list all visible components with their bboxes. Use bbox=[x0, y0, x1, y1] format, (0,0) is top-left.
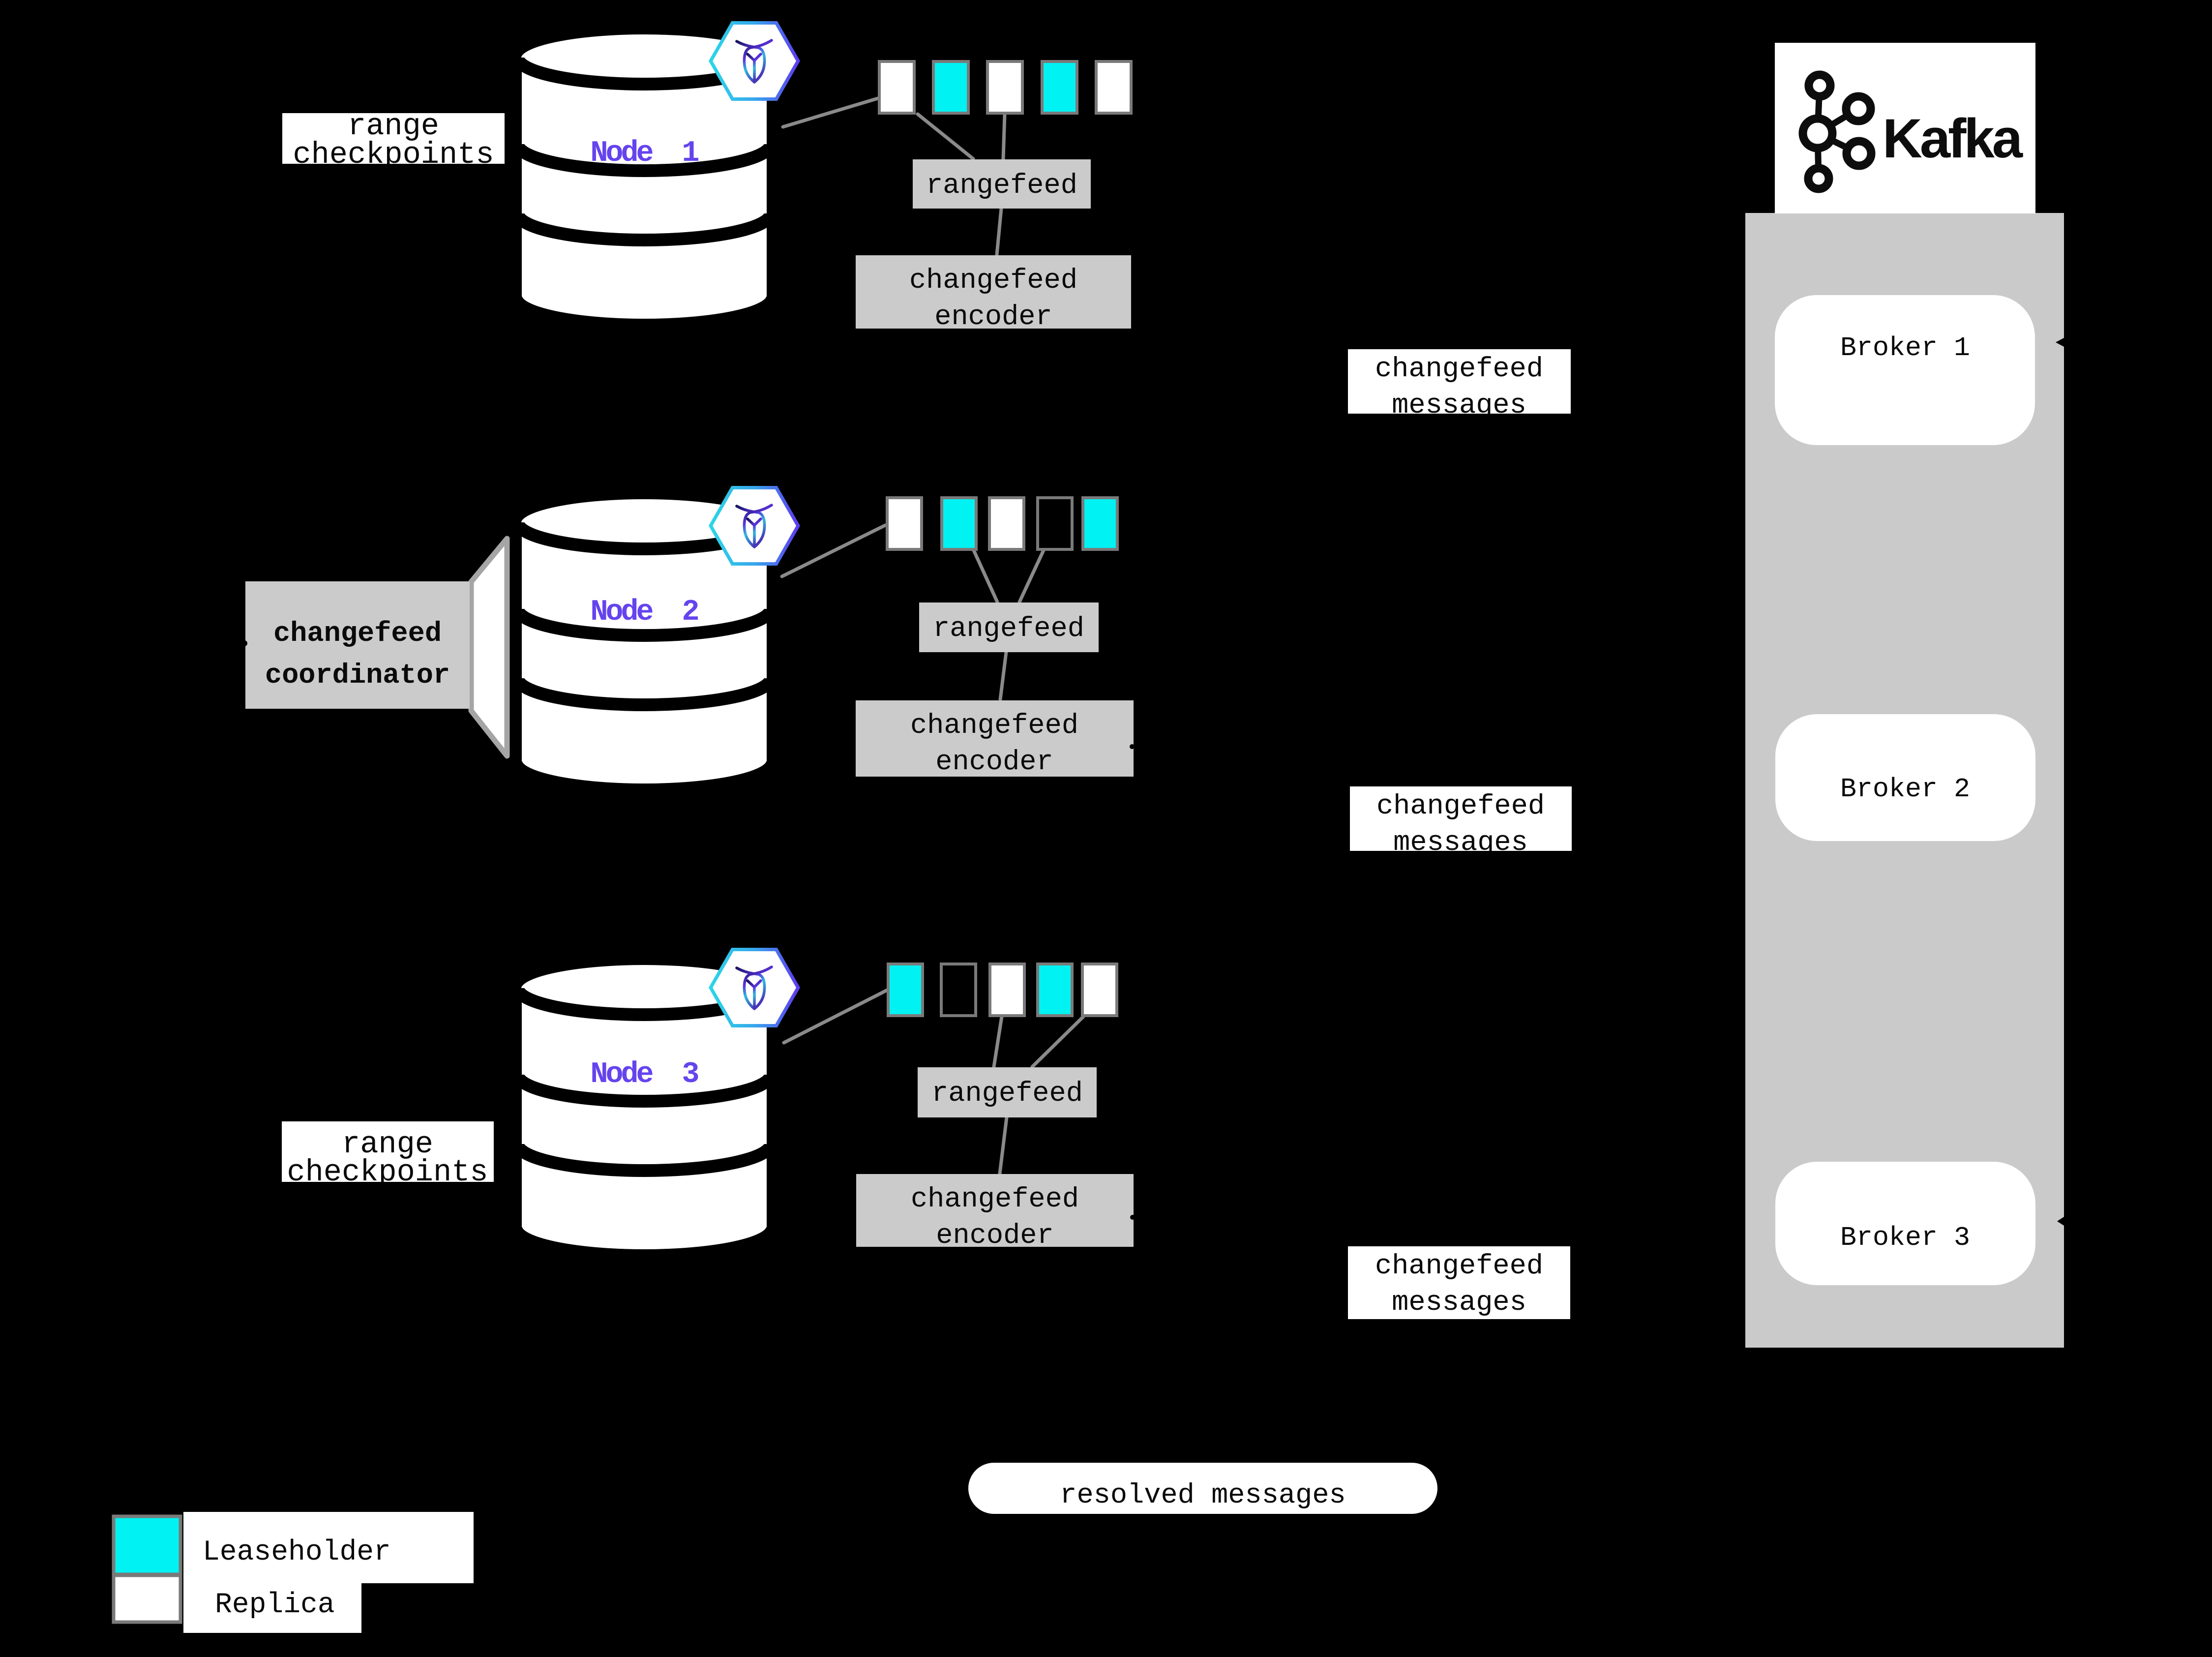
svg-text:messages: messages bbox=[1392, 390, 1526, 422]
svg-text:Broker 1: Broker 1 bbox=[1840, 332, 1970, 363]
svg-text:Leaseholder: Leaseholder bbox=[203, 1536, 391, 1568]
svg-text:Broker 3: Broker 3 bbox=[1840, 1222, 1970, 1253]
svg-text:rangefeed: rangefeed bbox=[931, 1078, 1083, 1110]
svg-text:changefeed: changefeed bbox=[909, 265, 1077, 297]
svg-text:changefeed: changefeed bbox=[1376, 791, 1545, 822]
svg-text:messages: messages bbox=[1393, 827, 1528, 859]
svg-text:changefeed: changefeed bbox=[910, 710, 1078, 742]
svg-text:rangefeed: rangefeed bbox=[933, 613, 1084, 645]
svg-text:changefeed: changefeed bbox=[1375, 354, 1543, 385]
svg-text:resolved messages: resolved messages bbox=[1060, 1480, 1346, 1511]
svg-text:range: range bbox=[342, 1127, 433, 1162]
svg-text:Broker 2: Broker 2 bbox=[1840, 774, 1970, 805]
svg-text:Node 3: Node 3 bbox=[590, 1058, 698, 1091]
svg-text:changefeed: changefeed bbox=[273, 618, 442, 650]
svg-text:Node 1: Node 1 bbox=[590, 137, 698, 170]
svg-text:Kafka: Kafka bbox=[1883, 108, 2023, 169]
svg-text:encoder: encoder bbox=[934, 301, 1052, 333]
svg-text:messages: messages bbox=[1392, 1287, 1526, 1319]
svg-text:changefeed: changefeed bbox=[1375, 1251, 1543, 1282]
svg-text:changefeed: changefeed bbox=[911, 1184, 1079, 1215]
svg-text:Replica: Replica bbox=[215, 1589, 335, 1621]
svg-text:coordinator: coordinator bbox=[265, 660, 450, 692]
svg-text:range: range bbox=[348, 109, 439, 144]
svg-text:Node 2: Node 2 bbox=[590, 596, 698, 629]
svg-text:encoder: encoder bbox=[935, 747, 1053, 778]
svg-text:checkpoints: checkpoints bbox=[293, 137, 494, 172]
svg-text:encoder: encoder bbox=[936, 1220, 1053, 1252]
svg-text:checkpoints: checkpoints bbox=[287, 1155, 488, 1190]
svg-text:rangefeed: rangefeed bbox=[926, 170, 1077, 202]
